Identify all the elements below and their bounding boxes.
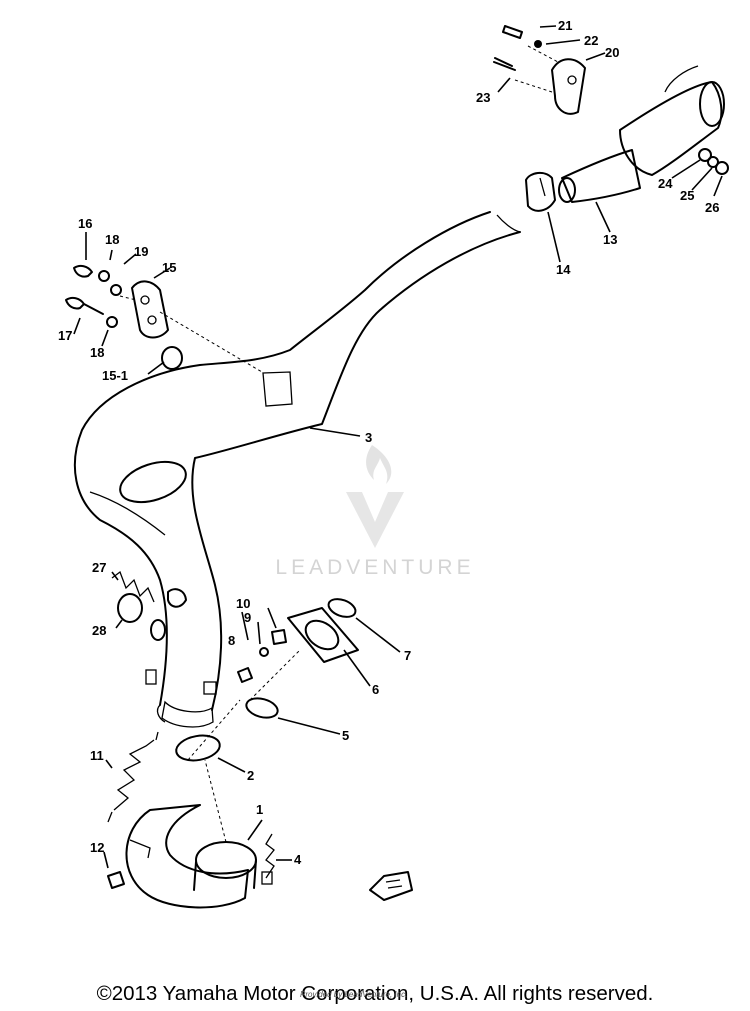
callout-19: 19 [134, 244, 148, 259]
damper-part-28 [117, 593, 166, 641]
callout-15: 15 [162, 260, 176, 275]
forward-arrow-icon [369, 871, 413, 901]
bolt-part-12 [107, 871, 125, 889]
callout-24: 24 [658, 176, 673, 191]
bracket-part-15 [65, 264, 183, 370]
ring-part-2 [175, 734, 221, 762]
gasket-part-5 [245, 697, 279, 719]
callout-18-bottom: 18 [90, 345, 104, 360]
callout-22: 22 [584, 33, 598, 48]
leader-lines [73, 25, 723, 869]
callout-27: 27 [92, 560, 106, 575]
silencer-part-13 [558, 65, 725, 203]
bracket-part-20 [514, 45, 586, 115]
callout-23: 23 [476, 90, 490, 105]
clamp-part-14 [525, 172, 556, 212]
callout-16: 16 [78, 216, 92, 231]
spring-part-27 [111, 570, 187, 608]
callout-3: 3 [365, 430, 372, 445]
callout-17: 17 [58, 328, 72, 343]
joint-pipe-part-1 [125, 804, 273, 909]
callout-18-top: 18 [105, 232, 119, 247]
gasket-part-7 [327, 598, 357, 618]
fasteners-8-10 [237, 629, 287, 683]
callout-8: 8 [228, 633, 235, 648]
watermark-text: LEADVENTURE [275, 556, 474, 579]
callout-10: 10 [236, 596, 250, 611]
centre-lines [187, 649, 301, 843]
callout-6: 6 [372, 682, 379, 697]
callout-9: 9 [244, 610, 251, 625]
bolts-21-23 [493, 25, 542, 71]
leadventure-watermark: LEADVENTURE [275, 445, 474, 579]
expansion-chamber-part-3 [73, 211, 521, 728]
provider-credit: Provided by LeadVenture, Inc. [300, 990, 408, 999]
callout-4: 4 [294, 852, 302, 867]
callout-1: 1 [256, 802, 263, 817]
spring-part-11 [107, 731, 159, 823]
callout-11: 11 [90, 748, 104, 763]
callouts: 21 22 20 23 13 14 24 25 26 16 18 19 15 1… [58, 18, 719, 867]
callout-7: 7 [404, 648, 411, 663]
callout-13: 13 [603, 232, 617, 247]
callout-28: 28 [92, 623, 106, 638]
callout-15-1: 15-1 [102, 368, 128, 383]
callout-21: 21 [558, 18, 572, 33]
callout-26: 26 [705, 200, 719, 215]
exhaust-system-diagram: LEADVENTURE [58, 18, 729, 909]
callout-2: 2 [247, 768, 254, 783]
callout-12: 12 [90, 840, 104, 855]
callout-25: 25 [680, 188, 694, 203]
callout-14: 14 [556, 262, 571, 277]
callout-20: 20 [605, 45, 619, 60]
spring-part-4 [265, 833, 275, 879]
copyright-notice: ©2013 Yamaha Motor Corporation, U.S.A. A… [96, 982, 654, 1005]
callout-5: 5 [342, 728, 349, 743]
washers-nuts-24-26 [698, 148, 729, 175]
flange-part-6 [287, 607, 359, 663]
